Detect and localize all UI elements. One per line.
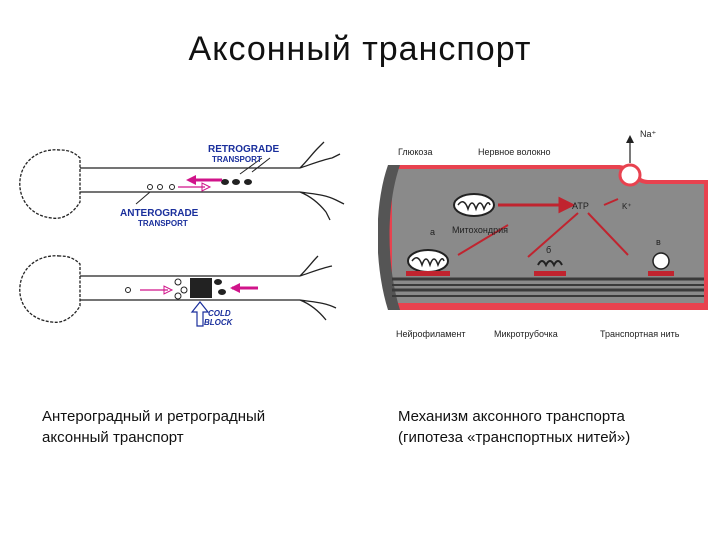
cargo-v bbox=[648, 252, 674, 276]
axonal-transport-diagram: RETROGRADE TRANSPORT ANTEROGRADE TRANSPO… bbox=[19, 141, 345, 327]
retrograde-label: RETROGRADE bbox=[208, 144, 279, 155]
right-caption-line2: (гипотеза «транспортных нитей») bbox=[398, 429, 631, 446]
label-a: а bbox=[430, 227, 435, 237]
left-caption-line1: Антероградный и ретроградный bbox=[42, 408, 266, 425]
atp-label: ATP bbox=[572, 201, 589, 211]
glucose-label: Глюкоза bbox=[398, 147, 432, 157]
left-caption: Антероградный и ретроградный аксонный тр… bbox=[42, 406, 342, 448]
retrograde-arrows bbox=[135, 157, 271, 205]
mitochondria-label: Митохондрия bbox=[452, 225, 508, 235]
nerve-fiber-label: Нервное волокно bbox=[478, 147, 551, 157]
cargo-a bbox=[406, 271, 450, 276]
k-label: K⁺ bbox=[622, 202, 632, 211]
transport-filament-label: Транспортная нить bbox=[600, 329, 680, 339]
atp-arrows bbox=[457, 196, 629, 258]
filaments bbox=[392, 277, 704, 297]
label-v: в bbox=[656, 237, 661, 247]
axoplasm bbox=[392, 169, 704, 303]
slide-title: Аксонный транспорт bbox=[188, 30, 532, 68]
cold-block-region bbox=[125, 278, 258, 327]
cold-label: COLD bbox=[208, 309, 231, 318]
mitochondrion-top bbox=[453, 193, 495, 217]
microtubule-label: Микротрубочка bbox=[494, 329, 558, 339]
axon-wall-dark bbox=[378, 165, 400, 310]
transport-filament-diagram: Глюкоза Нервное волокно Na⁺ K⁺ ATP Митох… bbox=[378, 129, 708, 339]
label-b: б bbox=[546, 245, 551, 255]
retrograde-sub-label: TRANSPORT bbox=[212, 155, 262, 164]
anterograde-sub-label: TRANSPORT bbox=[138, 219, 188, 228]
block-label: BLOCK bbox=[204, 318, 234, 327]
anterograde-label: ANTEROGRADE bbox=[120, 208, 199, 219]
neuron-top bbox=[19, 141, 345, 221]
ion-channel bbox=[618, 163, 642, 187]
cargo-b bbox=[534, 260, 566, 276]
left-caption-line2: аксонный транспорт bbox=[42, 429, 184, 446]
neurofilament-label: Нейрофиламент bbox=[396, 329, 466, 339]
right-caption-line1: Механизм аксонного транспорта bbox=[398, 408, 625, 425]
right-caption: Механизм аксонного транспорта (гипотеза … bbox=[398, 406, 698, 448]
neuron-bottom bbox=[19, 255, 337, 323]
mitochondrion-bottom bbox=[407, 249, 449, 273]
na-label: Na⁺ bbox=[640, 129, 657, 139]
